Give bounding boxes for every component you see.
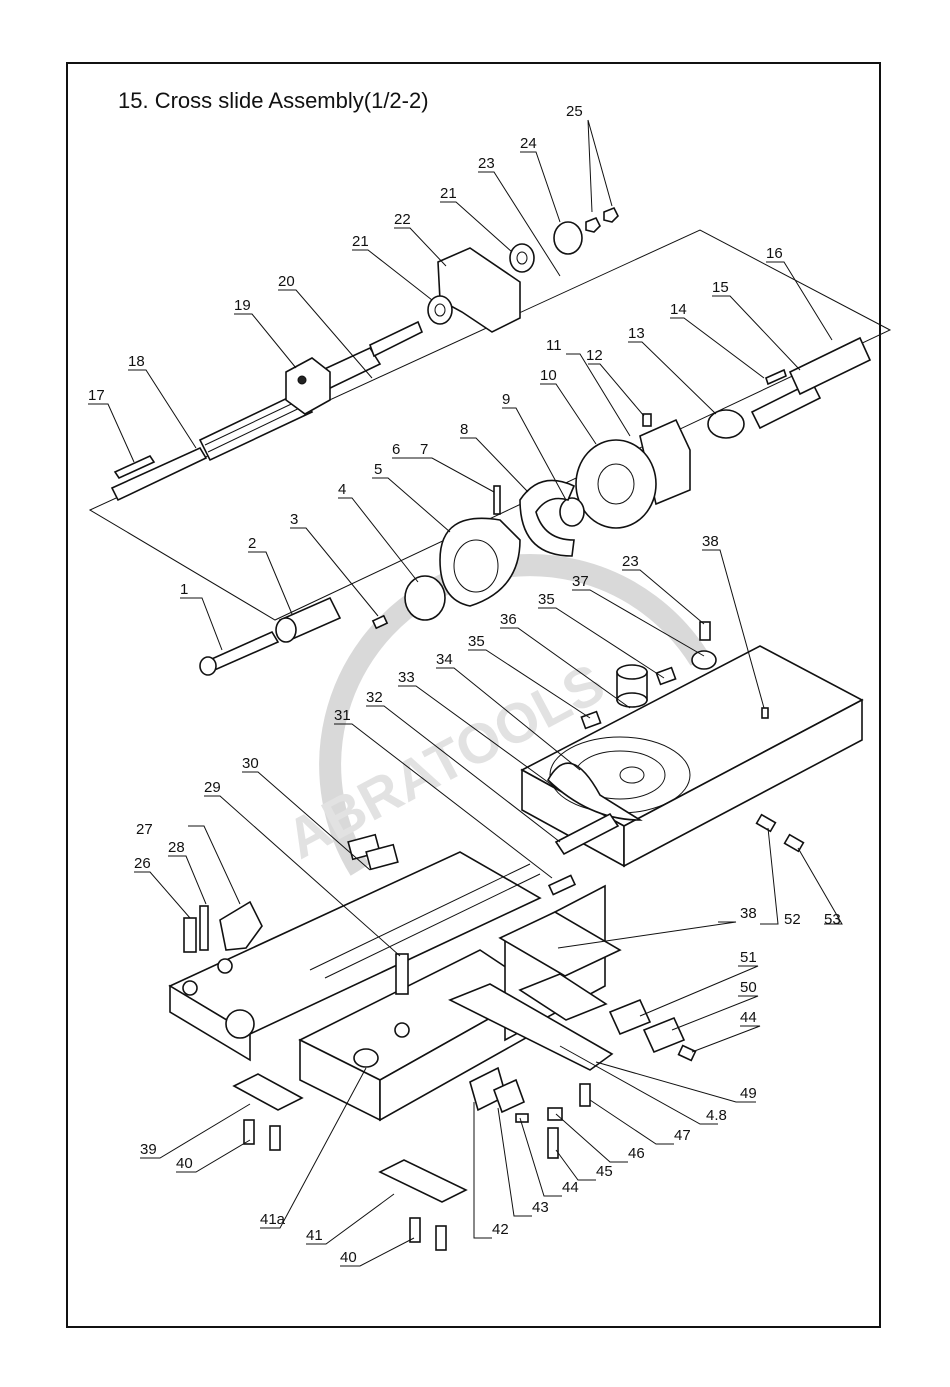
callout-26: 26: [134, 855, 151, 872]
gib-screw: [494, 486, 500, 514]
callout-43: 43: [532, 1199, 549, 1216]
gear-part: [405, 576, 445, 620]
callout-1: 1: [180, 581, 188, 598]
callout-38-lower: 38: [740, 905, 757, 922]
callout-6: 6: [392, 441, 400, 458]
callout-17: 17: [88, 387, 105, 404]
callout-48: 4.8: [706, 1107, 727, 1124]
callout-39: 39: [140, 1141, 157, 1158]
bracket-part: [438, 248, 520, 332]
gib-screw: [549, 875, 575, 894]
graduated-dial: [576, 440, 656, 528]
hex-bolt: [436, 1226, 446, 1250]
callout-42: 42: [492, 1221, 509, 1238]
collar-part: [554, 222, 582, 254]
oil-nipple: [762, 708, 768, 718]
callout-22: 22: [394, 211, 411, 228]
callout-37: 37: [572, 573, 589, 590]
callout-18: 18: [128, 353, 145, 370]
clamp-strip: [380, 1160, 466, 1202]
callout-23-lower: 23: [622, 553, 639, 570]
clamp-nut: [692, 651, 716, 669]
callout-14: 14: [670, 301, 687, 318]
pivot-cylinder: [617, 665, 647, 707]
callout-38-upper: 38: [702, 533, 719, 550]
callout-50: 50: [740, 979, 757, 996]
callout-12: 12: [586, 347, 603, 364]
callout-9: 9: [502, 391, 510, 408]
callout-51: 51: [740, 949, 757, 966]
callout-40-bottom: 40: [340, 1249, 357, 1266]
leadscrew-nut: [286, 358, 330, 414]
callout-25: 25: [566, 103, 583, 120]
thrust-washer: [510, 244, 534, 272]
callout-41: 41: [306, 1227, 323, 1244]
lock-nut: [586, 218, 600, 232]
key-part: [766, 370, 786, 384]
screw-part: [516, 1114, 528, 1122]
cap-screw: [396, 954, 408, 994]
callout-49: 49: [740, 1085, 757, 1102]
oil-plunger: [354, 1049, 378, 1067]
callout-27: 27: [136, 821, 153, 838]
callout-35-upper: 35: [538, 591, 555, 608]
adjust-screw: [548, 1128, 558, 1158]
callout-7: 7: [420, 441, 428, 458]
dowel-pin: [200, 906, 208, 950]
callout-28: 28: [168, 839, 185, 856]
callout-3: 3: [290, 511, 298, 528]
callout-35-lower: 35: [468, 633, 485, 650]
clamp-bolt: [700, 622, 710, 640]
callout-36: 36: [500, 611, 517, 628]
callout-32: 32: [366, 689, 383, 706]
callout-44-lower: 44: [562, 1179, 579, 1196]
callout-33: 33: [398, 669, 415, 686]
callout-4: 4: [338, 481, 346, 498]
screw-part: [679, 1046, 696, 1061]
wiper-plate: [610, 1000, 650, 1034]
hex-bolt: [270, 1126, 280, 1150]
callout-44-right: 44: [740, 1009, 757, 1026]
callout-15: 15: [712, 279, 729, 296]
set-screw: [785, 835, 804, 852]
callout-52: 52: [784, 911, 801, 928]
clamp-strip: [234, 1074, 302, 1110]
callout-47: 47: [674, 1127, 691, 1144]
washer-part: [560, 498, 584, 526]
callout-10: 10: [540, 367, 557, 384]
hex-nut: [548, 1108, 562, 1120]
callout-21-lower: 21: [352, 233, 369, 250]
bushing-part: [708, 410, 744, 438]
callout-13: 13: [628, 325, 645, 342]
callout-11: 11: [546, 337, 562, 354]
clamp-part: [220, 902, 262, 950]
callout-29: 29: [204, 779, 221, 796]
lock-nut: [604, 208, 618, 222]
callout-46: 46: [628, 1145, 645, 1162]
callout-45: 45: [596, 1163, 613, 1180]
t-nut: [656, 668, 675, 685]
callout-31: 31: [334, 707, 351, 724]
callout-23-upper: 23: [478, 155, 495, 172]
set-screw: [757, 815, 776, 832]
cap-screw: [184, 918, 196, 952]
callout-19: 19: [234, 297, 251, 314]
callout-30: 30: [242, 755, 259, 772]
callout-40-left: 40: [176, 1155, 193, 1172]
callout-5: 5: [374, 461, 382, 478]
callout-2: 2: [248, 535, 256, 552]
callout-16: 16: [766, 245, 783, 262]
wiper-plate: [644, 1018, 684, 1052]
callout-53: 53: [824, 911, 841, 928]
callout-21-upper: 21: [440, 185, 457, 202]
callout-20: 20: [278, 273, 295, 290]
hex-bolt: [580, 1084, 590, 1106]
callout-34: 34: [436, 651, 453, 668]
hex-bolt: [410, 1218, 420, 1242]
callout-24: 24: [520, 135, 537, 152]
swivel-collar: [440, 518, 520, 606]
callout-41a: 41a: [260, 1211, 286, 1228]
callout-8: 8: [460, 421, 468, 438]
